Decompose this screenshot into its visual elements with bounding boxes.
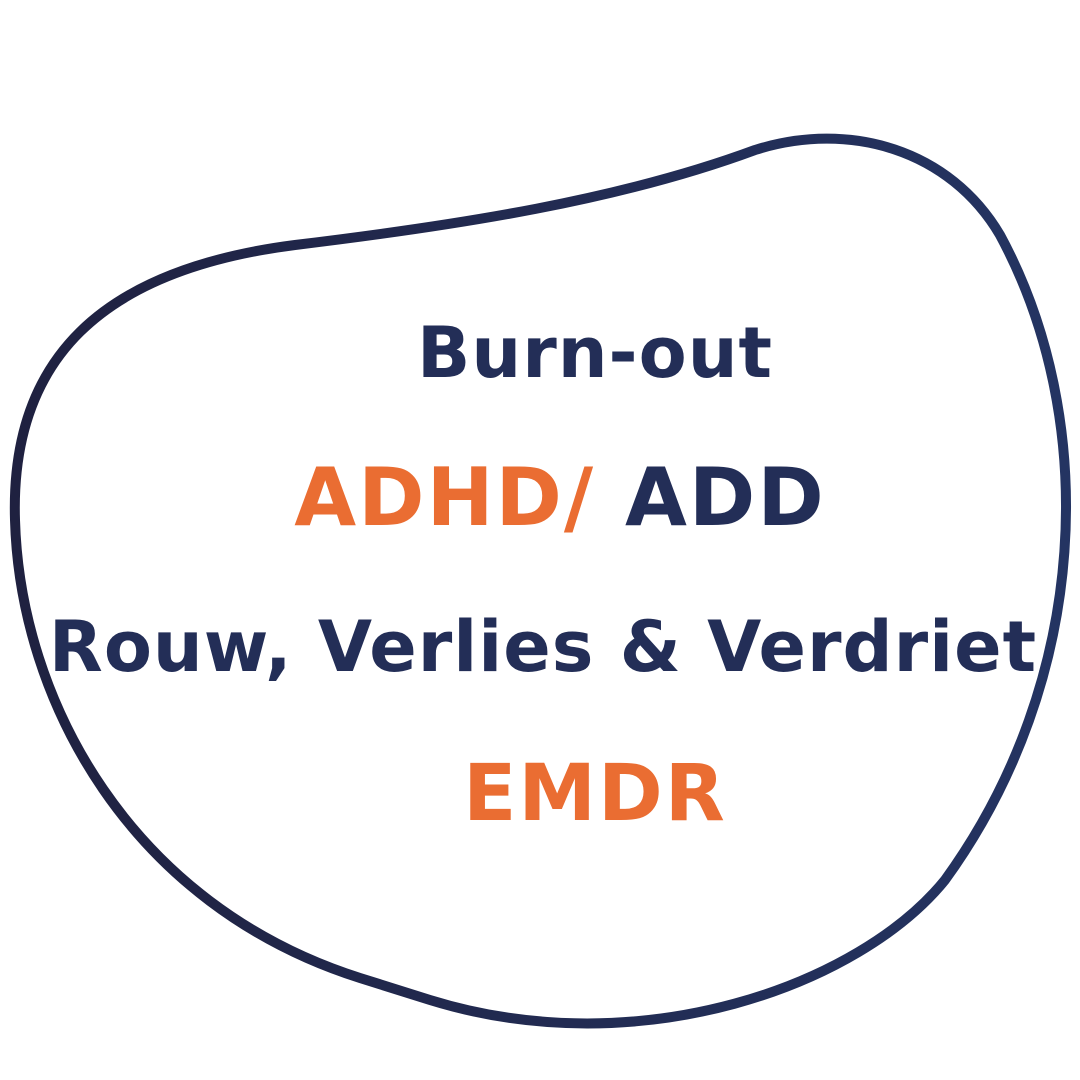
topic-emdr-text: EMDR bbox=[463, 749, 727, 839]
topic-adhd-add: ADHD/ ADD bbox=[20, 458, 1080, 538]
topic-burn-out: Burn-out bbox=[55, 318, 1080, 388]
topic-emdr: EMDR bbox=[55, 755, 1080, 833]
topic-adhd-text: ADHD/ bbox=[294, 451, 596, 544]
topic-burn-out-text: Burn-out bbox=[417, 312, 773, 394]
topic-add-text: ADD bbox=[595, 451, 826, 544]
blob-path bbox=[9, 133, 1071, 1029]
topic-rouw: Rouw, Verlies & Verdriet bbox=[3, 612, 1080, 682]
topic-rouw-text: Rouw, Verlies & Verdriet bbox=[48, 606, 1038, 688]
